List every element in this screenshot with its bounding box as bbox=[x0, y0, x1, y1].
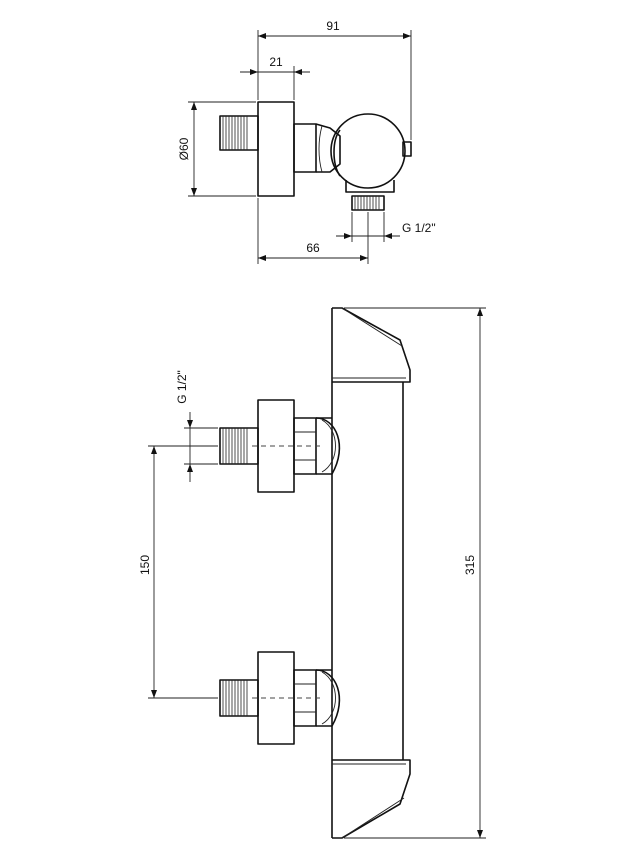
front-lower-inlet bbox=[219, 651, 341, 745]
front-upper-inlet bbox=[219, 399, 341, 493]
top-view: 91 21 Ø60 G 1/2" bbox=[177, 19, 436, 264]
top-nut bbox=[293, 123, 317, 173]
dim-diameter-label: Ø60 bbox=[177, 137, 191, 160]
front-top-cap bbox=[332, 307, 411, 383]
top-inlet-thread bbox=[219, 115, 259, 151]
dim-width-total: 91 bbox=[257, 19, 412, 140]
dim-outlet-offset-label: 66 bbox=[306, 241, 320, 255]
dim-inlet-thread: G 1/2" bbox=[175, 370, 218, 482]
top-connector bbox=[315, 123, 341, 173]
top-handle-knob bbox=[402, 141, 412, 157]
top-outlet-neck bbox=[345, 180, 395, 193]
dim-inlet-spacing-label: 150 bbox=[138, 555, 152, 575]
dim-height-total-label: 315 bbox=[463, 555, 477, 575]
front-bottom-cap bbox=[332, 759, 411, 839]
front-upper-elbow bbox=[315, 417, 341, 475]
dim-inlet-offset: 21 bbox=[240, 55, 310, 100]
dim-inlet-offset-label: 21 bbox=[269, 55, 283, 69]
top-outlet-thread bbox=[351, 195, 385, 211]
front-view: G 1/2" 150 315 bbox=[138, 307, 486, 839]
front-lower-elbow bbox=[315, 669, 341, 727]
front-lower-thread bbox=[219, 679, 259, 717]
dim-outlet-thread-label: G 1/2" bbox=[402, 221, 436, 235]
top-flange bbox=[257, 101, 295, 197]
dim-height-total: 315 bbox=[344, 307, 486, 839]
front-upper-thread bbox=[219, 427, 259, 465]
dim-outlet-offset: 66 bbox=[257, 198, 369, 264]
dim-diameter: Ø60 bbox=[177, 101, 256, 197]
dim-inlet-thread-label: G 1/2" bbox=[175, 370, 189, 404]
dim-width-total-label: 91 bbox=[326, 19, 340, 33]
dim-outlet-thread: G 1/2" bbox=[336, 212, 436, 242]
dim-inlet-spacing: 150 bbox=[138, 445, 218, 699]
top-body-circle bbox=[330, 113, 406, 189]
front-main-body bbox=[331, 307, 411, 839]
